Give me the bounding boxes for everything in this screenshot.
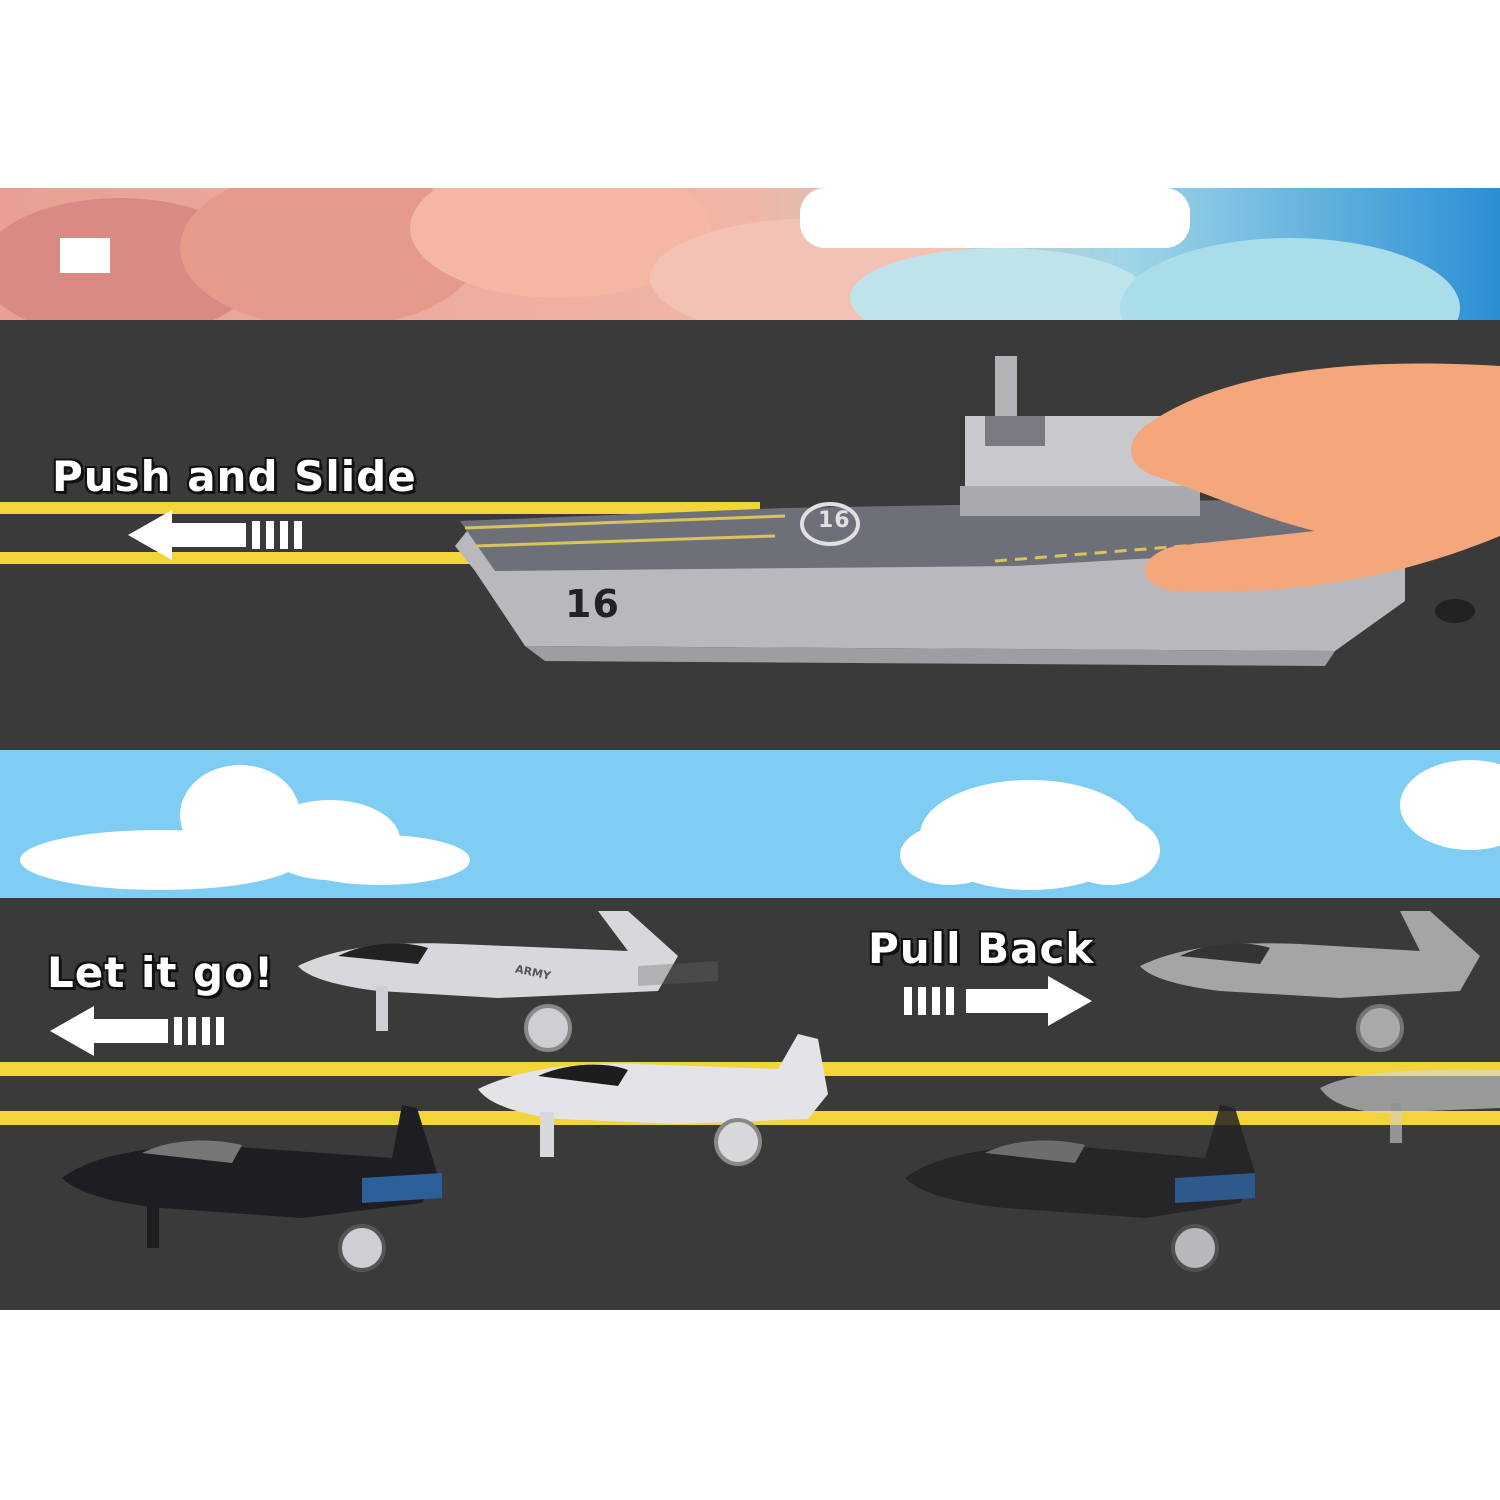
hull-number-side: 16 bbox=[565, 582, 620, 626]
let-go-arrow-icon bbox=[50, 1006, 224, 1056]
push-and-slide-caption: Push and Slide bbox=[51, 451, 417, 502]
white-jet-toy bbox=[298, 911, 718, 1052]
let-it-go-caption: Let it go! bbox=[46, 947, 275, 998]
black-jet-toy bbox=[62, 1105, 442, 1272]
bottom-sky-strip bbox=[0, 750, 1500, 898]
pull-back-arrow-icon bbox=[904, 976, 1092, 1026]
top-road-lines bbox=[0, 502, 760, 564]
white-jet-toy bbox=[478, 1034, 828, 1166]
bottom-road-panel: Let it go! Pull Back ARMY bbox=[0, 898, 1500, 1310]
left-arrow-icon bbox=[128, 510, 302, 560]
aircraft-carrier-toy bbox=[455, 356, 1500, 666]
top-sky-strip bbox=[0, 188, 1500, 320]
white-jet-motion-icon bbox=[1140, 911, 1480, 1052]
top-road-panel: Push and Slide 16 16 bbox=[0, 320, 1500, 750]
black-jet-motion-icon bbox=[905, 1105, 1255, 1272]
pull-back-caption: Pull Back bbox=[867, 923, 1095, 974]
hull-number-deck: 16 bbox=[818, 508, 851, 533]
white-jet-motion-icon bbox=[1320, 1069, 1500, 1143]
